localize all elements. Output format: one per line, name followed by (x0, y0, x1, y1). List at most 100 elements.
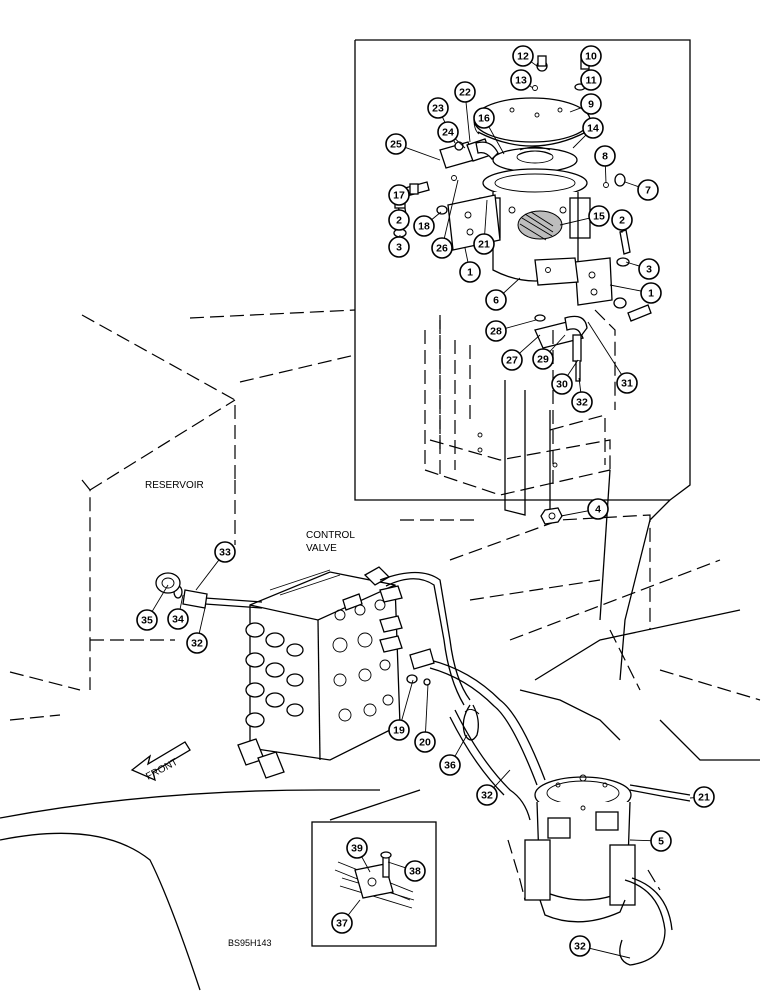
callout-17: 17 (389, 185, 409, 205)
callout-number: 30 (556, 379, 568, 391)
callout-leader (506, 320, 536, 328)
callout-32: 32 (187, 608, 207, 653)
callout-number: 38 (409, 866, 421, 878)
callout-leader (625, 182, 639, 187)
callout-33: 33 (196, 542, 235, 590)
callout-leader (388, 862, 406, 868)
callout-7: 7 (625, 180, 658, 200)
callout-38: 38 (388, 861, 425, 881)
callout-number: 3 (396, 242, 402, 254)
callout-number: 22 (459, 87, 471, 99)
callout-number: 34 (172, 614, 184, 626)
callout-1: 1 (460, 248, 480, 282)
callout-2: 2 (389, 210, 409, 230)
callout-number: 24 (442, 127, 454, 139)
callout-number: 1 (467, 267, 473, 279)
callout-leader (630, 840, 651, 841)
callout-number: 2 (396, 215, 402, 227)
callout-21: 21 (690, 787, 714, 807)
callout-number: 10 (585, 51, 597, 63)
callout-4: 4 (561, 499, 608, 519)
callout-18: 18 (414, 212, 441, 236)
callout-leader (196, 560, 219, 590)
left-hose (156, 573, 262, 608)
callout-11: 11 (581, 70, 601, 90)
callout-number: 32 (481, 790, 493, 802)
callout-12: 12 (513, 46, 537, 66)
callout-number: 23 (432, 103, 444, 115)
callout-number: 33 (219, 547, 231, 559)
callout-number: 13 (515, 75, 527, 87)
valve-side-fittings (407, 649, 434, 685)
remote-filter (508, 775, 672, 965)
callout-10: 10 (581, 46, 601, 66)
callout-leader (590, 948, 630, 958)
callout-20: 20 (415, 684, 435, 752)
filter-spring (493, 147, 577, 172)
callout-leader (531, 62, 537, 66)
callout-number: 6 (493, 295, 499, 307)
callout-leader (610, 285, 641, 291)
callout-number: 20 (419, 737, 431, 749)
callout-6: 6 (486, 278, 520, 310)
callout-number: 3 (646, 264, 652, 276)
callout-number: 8 (602, 151, 608, 163)
callout-number: 37 (336, 918, 348, 930)
callout-number: 39 (351, 843, 363, 855)
callout-leader (432, 212, 441, 220)
callout-leader (466, 102, 470, 142)
callout-number: 11 (585, 75, 596, 87)
callout-number: 18 (418, 221, 430, 233)
callout-number: 19 (393, 725, 405, 737)
callout-number: 7 (645, 185, 651, 197)
callout-number: 4 (595, 504, 601, 516)
outlet-fittings (535, 315, 587, 381)
callout-leader (405, 147, 440, 160)
callout-leader (348, 900, 360, 915)
reservoir-label: RESERVOIR (145, 480, 204, 491)
callout-37: 37 (332, 900, 360, 933)
figure-code: BS95H143 (228, 938, 272, 948)
callout-leader (561, 511, 588, 516)
callout-number: 16 (478, 113, 490, 125)
callout-number: 35 (141, 615, 153, 627)
hose-clamp (463, 705, 479, 740)
callout-number: 26 (436, 243, 448, 255)
nut (541, 508, 562, 524)
callout-13: 13 (511, 70, 533, 90)
callout-number: 1 (648, 288, 654, 300)
callout-number: 12 (517, 51, 529, 63)
callout-number: 29 (537, 354, 549, 366)
callout-number: 15 (593, 211, 605, 223)
clamp-detail-inset (312, 822, 436, 946)
callout-leader (426, 684, 428, 732)
callout-3: 3 (389, 235, 409, 257)
callout-leader (402, 680, 413, 720)
callout-31: 31 (588, 322, 637, 393)
callout-leader (588, 322, 622, 375)
callout-leader (199, 608, 205, 633)
callout-28: 28 (486, 320, 536, 341)
callout-number: 14 (587, 123, 599, 135)
callout-leader (465, 248, 468, 262)
callout-number: 28 (490, 326, 502, 338)
callout-number: 32 (191, 638, 203, 650)
callout-3: 3 (626, 259, 659, 279)
callout-number: 17 (393, 190, 405, 202)
callout-32: 32 (570, 936, 630, 958)
callout-25: 25 (386, 134, 440, 160)
callout-number: 5 (658, 836, 664, 848)
callout-number: 25 (390, 139, 402, 151)
callout-number: 27 (506, 355, 518, 367)
callout-30: 30 (552, 360, 578, 394)
mounting-bracket-phantom (425, 310, 615, 520)
callout-number: 21 (698, 792, 710, 804)
callout-number: 32 (574, 941, 586, 953)
control-valve-label-line2: VALVE (306, 543, 337, 554)
callout-24: 24 (438, 122, 465, 148)
callout-leader (494, 770, 510, 788)
callout-number: 31 (621, 378, 633, 390)
control-valve (238, 567, 402, 778)
